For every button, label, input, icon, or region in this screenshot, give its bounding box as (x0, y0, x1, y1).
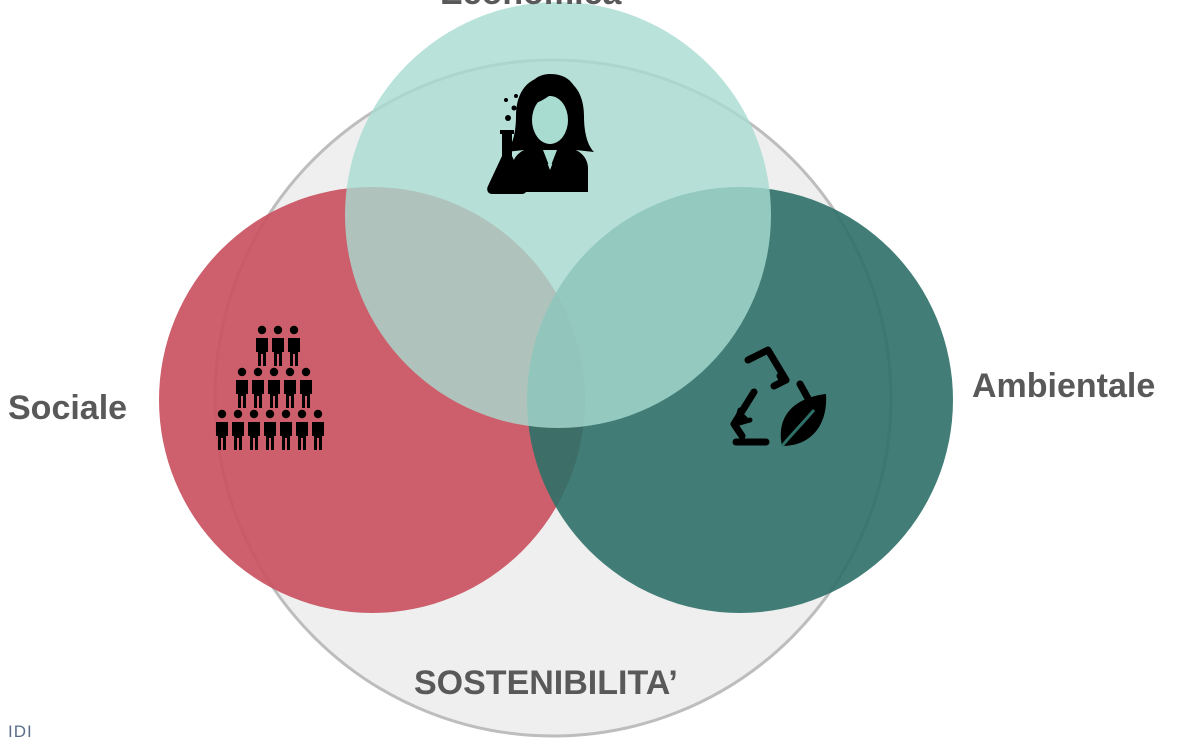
person-figure (268, 367, 280, 408)
person-figure (252, 367, 264, 408)
footer-logo-text: IDI (8, 722, 33, 741)
person-figure (236, 367, 248, 408)
person-figure (216, 409, 228, 450)
people-crowd-icon (216, 325, 324, 450)
person-figure (232, 409, 244, 450)
label-sustainability: SOSTENIBILITA’ (414, 664, 678, 702)
person-figure (284, 367, 296, 408)
person-figure (312, 409, 324, 450)
person-figure (256, 325, 268, 366)
person-figure (280, 409, 292, 450)
person-figure (248, 409, 260, 450)
economic-circle (345, 2, 771, 428)
label-environmental: Ambientale (972, 367, 1156, 405)
person-figure (296, 409, 308, 450)
leaf-icon (780, 394, 827, 447)
person-figure (300, 367, 312, 408)
scientist-icon (487, 74, 594, 194)
label-economic: Economica (440, 0, 621, 13)
person-figure (288, 325, 300, 366)
label-social: Sociale (8, 389, 128, 427)
person-figure (272, 325, 284, 366)
person-figure (264, 409, 276, 450)
